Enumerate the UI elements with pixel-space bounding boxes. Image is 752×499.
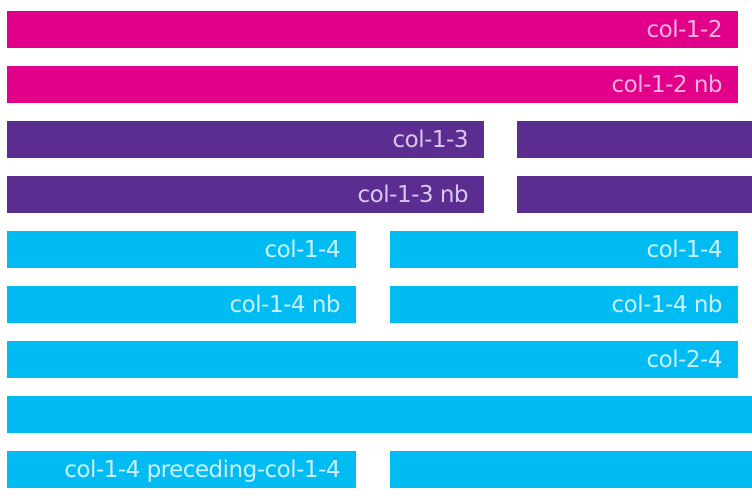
col-1-3-nb-bar: col-1-3 nb <box>7 176 484 213</box>
col-1-2-bar: col-1-2 <box>7 11 738 48</box>
col-2-4-bar: col-2-4 <box>7 341 738 378</box>
bar-label: col-1-3 <box>392 126 469 153</box>
bar-label: col-1-2 nb <box>611 71 723 98</box>
bar-label: col-1-4 nb <box>229 291 341 318</box>
col-1-4-right-bar: col-1-4 <box>390 231 738 268</box>
bar-label: col-1-4 <box>264 236 341 263</box>
col-1-4-nb-bar: col-1-4 nb <box>7 286 356 323</box>
bar-label: col-1-4 <box>646 236 723 263</box>
col-1-4-preceding-bar: col-1-4 preceding-col-1-4 <box>7 451 356 488</box>
bar-label: col-1-4 preceding-col-1-4 <box>64 456 340 483</box>
col-1-3-bar: col-1-3 <box>7 121 484 158</box>
col-1-4-nb-right-bar: col-1-4 nb <box>390 286 738 323</box>
col-1-4-bar: col-1-4 <box>7 231 356 268</box>
col-1-3-right-bar <box>517 121 752 158</box>
bar-label: col-1-4 nb <box>611 291 723 318</box>
bar-label: col-1-3 nb <box>357 181 469 208</box>
bar-label: col-2-4 <box>646 346 723 373</box>
full-width-bar <box>7 396 752 433</box>
bar-label: col-1-2 <box>646 16 723 43</box>
col-1-2-nb-bar: col-1-2 nb <box>7 66 738 103</box>
col-1-3-nb-right-bar <box>517 176 752 213</box>
col-1-4-preceding-right-bar <box>390 451 752 488</box>
